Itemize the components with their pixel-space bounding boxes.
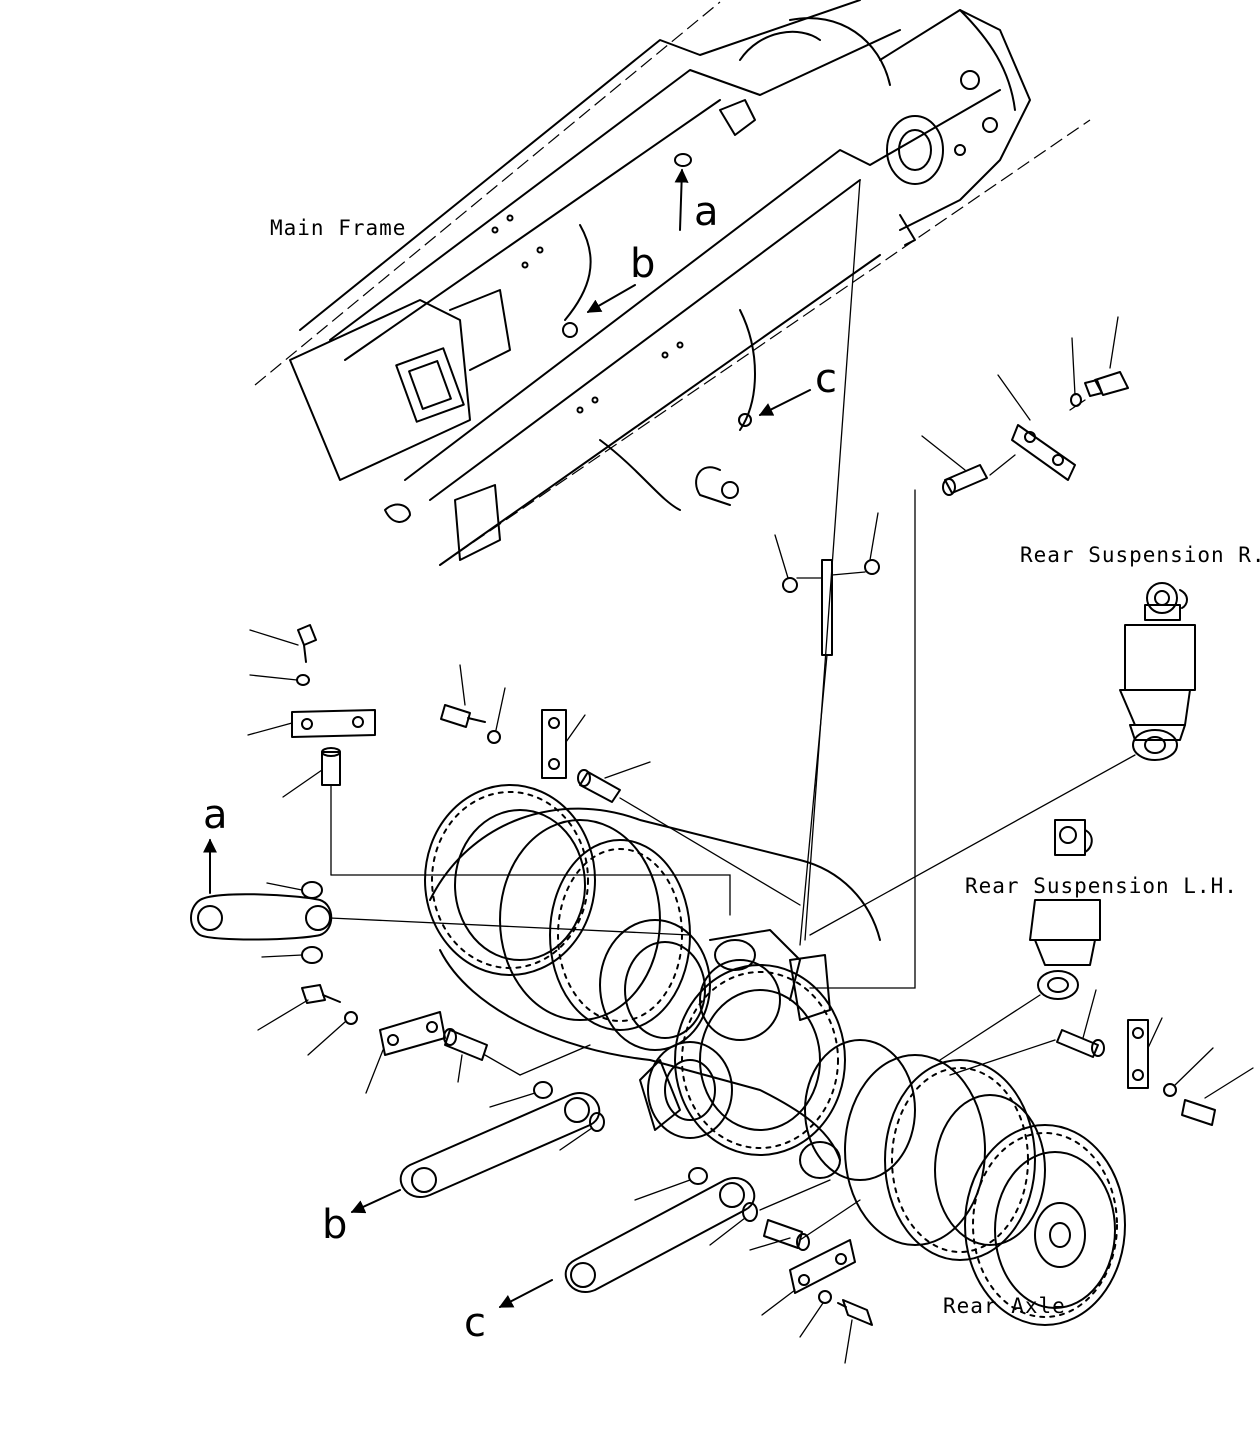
rear-suspension-rh — [1119, 582, 1196, 761]
center-link-parts — [774, 316, 1129, 656]
axle-ref-arrows — [203, 838, 553, 1308]
label-rear-suspension-rh: Rear Suspension R.H. — [1020, 543, 1260, 567]
rear-suspension-lh — [1029, 819, 1101, 1000]
label-rear-axle: Rear Axle — [943, 1294, 1066, 1318]
left-link-parts — [247, 624, 651, 803]
frame-ref-arrows — [586, 168, 811, 416]
label-main-frame: Main Frame — [270, 216, 406, 240]
ref-b-axle: b — [322, 1202, 347, 1248]
ref-c-axle: c — [464, 1300, 486, 1346]
main-frame-drawing — [254, 0, 1091, 566]
assembly-leader-lines — [329, 179, 1136, 1241]
ref-a-frame: a — [694, 189, 719, 235]
ref-b-frame: b — [630, 241, 655, 287]
rear-axle-drawing — [424, 784, 1126, 1326]
lower-right-parts — [749, 989, 1254, 1364]
ref-a-axle: a — [203, 792, 228, 838]
label-rear-suspension-lh: Rear Suspension L.H. — [965, 874, 1238, 898]
ref-c-frame: c — [815, 356, 837, 402]
